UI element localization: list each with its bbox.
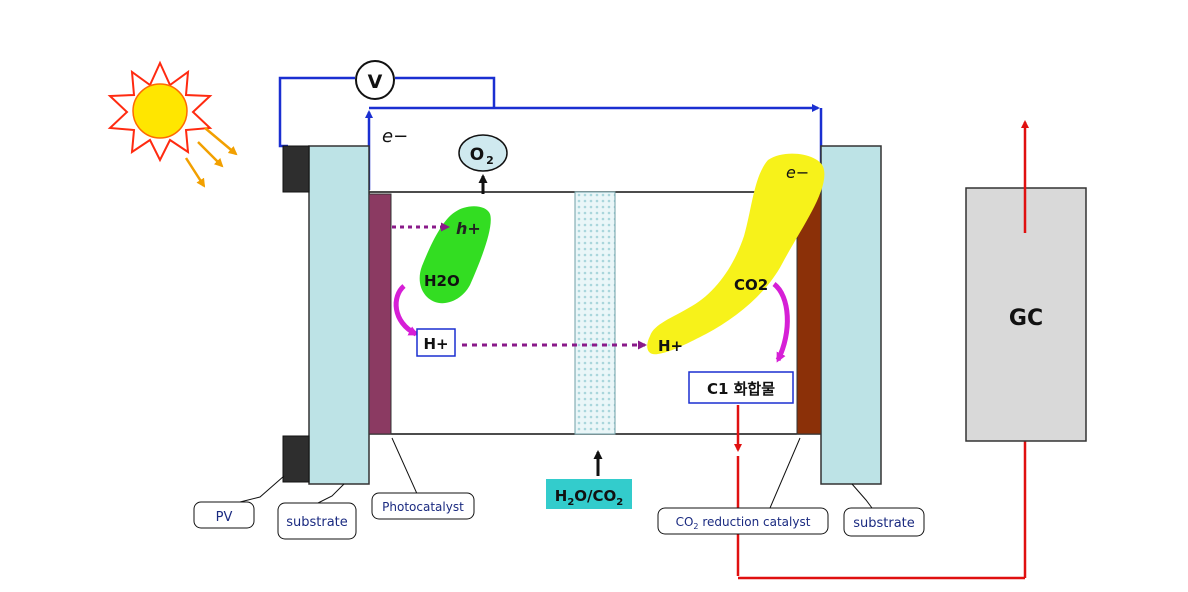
c1-compound-label: C1 화합물 [707,380,775,398]
pv-block-bottom [282,435,310,483]
co2-reduction-arrow [772,282,790,363]
proton-label-left: H+ [423,335,448,353]
hole-label: h+ [456,219,481,238]
callout-pv-label: PV [216,510,233,525]
callout-reduction-catalyst: CO2 reduction catalyst [657,507,829,535]
co2-label: CO2 [734,276,768,294]
photocatalyst-layer [368,193,392,435]
oxygen-label: O [470,145,484,165]
hole-region [419,206,491,304]
callout-reduction-catalyst-label: CO2 reduction catalyst [676,515,811,531]
feed-label: H2O/CO2 [555,487,624,508]
callout-photocatalyst-label: Photocatalyst [382,500,464,514]
pv-block-top [282,145,310,193]
oxygen-subscript: 2 [486,154,494,167]
proton-box [416,328,456,357]
electron-path [365,104,825,190]
light-rays [184,127,238,188]
c1-compound-box [688,371,794,404]
callout-pv: PV [193,501,255,529]
callout-photocatalyst: Photocatalyst [371,492,475,520]
electron-region [647,153,825,355]
voltmeter-label: V [368,71,383,93]
water-label: H2O [424,272,460,290]
reduction-catalyst-layer [796,193,822,435]
proton-label-right: H+ [658,337,683,355]
gc-label: GC [1009,306,1043,331]
voltmeter: V [355,60,395,100]
callout-substrate-right-label: substrate [853,516,915,531]
callout-substrate-right: substrate [843,507,925,537]
substrate-left [308,145,370,485]
feed-box: H2O/CO2 [546,479,632,509]
callout-substrate-left-label: substrate [286,515,348,530]
oxygen-bubble: O 2 [458,134,508,172]
electron-label-right: e− [786,163,809,182]
substrate-right [820,145,882,485]
membrane [574,191,616,435]
electron-label-left: e− [382,126,408,147]
callout-substrate-left: substrate [277,502,357,540]
sun-icon [107,60,213,163]
water-oxidation-arrow [393,284,419,337]
